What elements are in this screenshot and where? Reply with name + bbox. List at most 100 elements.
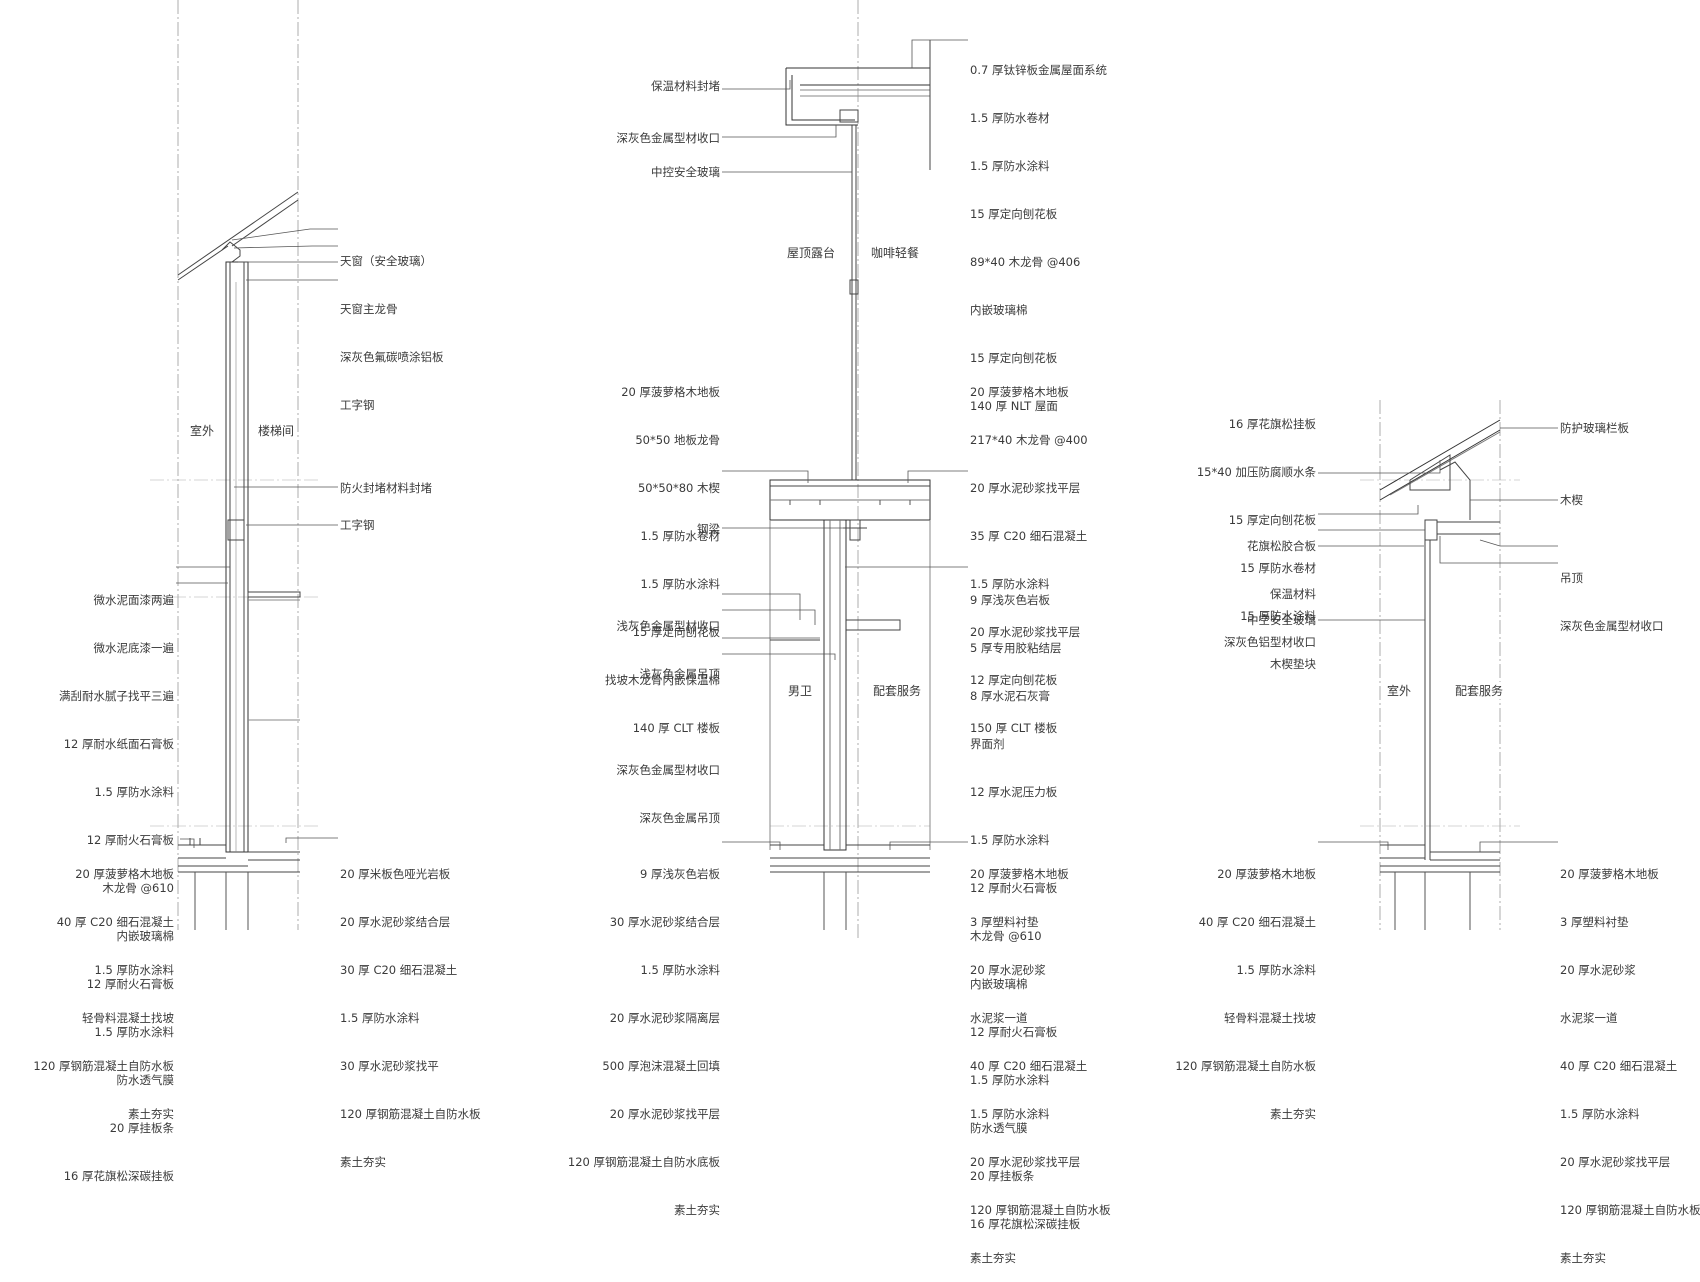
misc-label: 深灰色金属型材收口 [1560,619,1664,633]
canopy-layer: 15 厚定向刨花板 [1228,513,1316,527]
floor-layer: 水泥浆一道 [970,1011,1028,1025]
floor-layer: 素土夯实 [340,1155,386,1169]
floor-layer: 1.5 厚防水涂料 [640,963,720,977]
aluminum-panel-label: 深灰色氟碳喷涂铝板 [340,350,444,364]
floor-layer: 30 厚水泥砂浆找平 [340,1059,439,1073]
room-label-service: 配套服务 [870,682,925,699]
floor-layer: 1.5 厚防水卷材 [640,529,720,543]
floor-layer: 20 厚菠萝格木地板 [1560,867,1659,881]
ceiling-labels: 浅灰色金属型材收口 浅灰色金属吊顶 深灰色金属型材收口 深灰色金属吊顶 [617,586,721,842]
skylight-frame-label: 天窗主龙骨 [340,302,398,316]
wood-wedge-label: 木楔 [1560,493,1583,507]
left-section [150,0,320,930]
wall-layer: 9 厚浅灰色岩板 [970,593,1050,607]
floor-layer: 1.5 厚防水涂料 [970,577,1050,591]
floor-layer: 140 厚 CLT 楼板 [632,721,720,735]
wall-layer: 微水泥底漆一遍 [93,641,175,655]
wall-layer: 16 厚花旗松深碳挂板 [63,1169,174,1183]
leader-lines [176,40,1558,852]
roof-layer: 0.7 厚钛锌板金属屋面系统 [970,63,1107,77]
insulation-seal-label: 保温材料封堵 [651,79,720,93]
floor-layer: 3 厚塑料衬垫 [970,915,1039,929]
ceiling-label: 浅灰色金属吊顶 [639,667,721,681]
wall-layer: 12 厚耐水纸面石膏板 [63,737,174,751]
room-label-cafe: 咖啡轻餐 [868,244,923,261]
canopy-layers: 16 厚花旗松挂板 15*40 加压防腐顺水条 15 厚定向刨花板 15 厚防水… [1197,384,1316,688]
room-label-terrace: 屋顶露台 [784,244,839,261]
floor-layer: 40 厚 C20 细石混凝土 [56,915,174,929]
right-misc-right: 吊顶 深灰色金属型材收口 [1560,538,1664,650]
misc-label: 保温材料 [1270,587,1316,601]
section-drawing [0,0,1700,978]
ibeam-label: 工字钢 [340,398,375,412]
floor-layer: 20 厚水泥砂浆找平层 [1560,1155,1671,1169]
floor-layer: 20 厚菠萝格木地板 [75,867,174,881]
floor-layer: 20 厚水泥砂浆结合层 [340,915,451,929]
right-floor-outside: 20 厚菠萝格木地板 40 厚 C20 细石混凝土 1.5 厚防水涂料 轻骨料混… [1175,834,1316,1138]
roof-layer: 1.5 厚防水涂料 [970,159,1050,173]
floor-layer: 轻骨料混凝土找坡 [1224,1011,1316,1025]
floor-layer: 素土夯实 [1560,1251,1606,1265]
floor-layer: 120 厚钢筋混凝土自防水板 [1175,1059,1316,1073]
canopy-layer: 15*40 加压防腐顺水条 [1196,465,1316,479]
floor-layer: 1.5 厚防水涂料 [970,1107,1050,1121]
dark-trim-top-label: 深灰色金属型材收口 [616,131,721,145]
floor-layer: 50*50 地板龙骨 [635,433,720,447]
floor-layer: 1.5 厚防水涂料 [94,963,174,977]
floor-layer: 3 厚塑料衬垫 [1560,915,1629,929]
floor-layer: 30 厚水泥砂浆结合层 [609,915,720,929]
floor-layer: 20 厚水泥砂浆找平层 [970,1155,1081,1169]
floor-layer: 120 厚钢筋混凝土自防水板 [33,1059,174,1073]
floor-layer: 217*40 木龙骨 @400 [970,433,1088,447]
canopy-layer: 16 厚花旗松挂板 [1228,417,1316,431]
right-section [1360,400,1520,930]
floor-layer: 素土夯实 [128,1107,174,1121]
wall-layer: 5 厚专用胶粘结层 [970,641,1062,655]
floor-layer: 素土夯实 [970,1251,1016,1265]
floor-layer: 20 厚菠萝格木地板 [1217,867,1316,881]
floor-layer: 20 厚水泥砂浆找平层 [970,625,1081,639]
room-label-stairwell: 楼梯间 [255,422,298,439]
floor-layer: 120 厚钢筋混凝土自防水底板 [567,1155,720,1169]
insulated-glass-label: 中空安全玻璃 [1247,613,1316,627]
floor-layer: 20 厚水泥砂浆找平层 [609,1107,720,1121]
floor-layer: 40 厚 C20 细石混凝土 [1198,915,1316,929]
floor-layer: 500 厚泡沫混凝土回填 [602,1059,720,1073]
ceiling-label: 深灰色金属吊顶 [639,811,721,825]
wall-layer: 12 厚水泥压力板 [970,785,1058,799]
floor-layer: 素土夯实 [1270,1107,1316,1121]
floor-layer: 找坡木龙骨内嵌保温棉 [605,673,720,687]
guard-glass-label: 防护玻璃栏板 [1560,421,1629,435]
room-label-mens-wc: 男卫 [785,682,816,699]
floor-layer: 20 厚水泥砂浆 [1560,963,1636,977]
canopy-layer: 木楔垫块 [1270,657,1316,671]
floor-layer: 轻骨料混凝土找坡 [82,1011,174,1025]
floor-layer: 20 厚菠萝格木地板 [970,385,1069,399]
canopy-layer: 15 厚防水涂料 [1240,609,1316,623]
spacer [617,714,721,730]
floor-layer: 20 厚菠萝格木地板 [621,385,720,399]
floor-layer: 20 厚水泥砂浆找平层 [970,481,1081,495]
floor-layer: 120 厚钢筋混凝土自防水板 [1560,1203,1700,1217]
floor-layer: 1.5 厚防水涂料 [1236,963,1316,977]
fire-seal-label: 防火封堵材料封堵 [340,481,432,495]
wall-layer: 满刮耐水腻子找平三遍 [59,689,174,703]
left-floor-inside: 20 厚米板色哑光岩板 20 厚水泥砂浆结合层 30 厚 C20 细石混凝土 1… [340,834,481,1186]
wall-layer: 木龙骨 @610 [970,929,1042,943]
roof-layer: 内嵌玻璃棉 [970,303,1028,317]
glass-label: 中控安全玻璃 [651,165,720,179]
terrace-floor-layers: 20 厚菠萝格木地板 50*50 地板龙骨 50*50*80 木楔 1.5 厚防… [605,352,720,752]
floor-layer: 20 厚水泥砂浆 [970,963,1046,977]
wall-layer: 1.5 厚防水涂料 [970,833,1050,847]
ceiling-label: 深灰色金属型材收口 [616,763,721,777]
service-floor-layers: 20 厚菠萝格木地板 3 厚塑料衬垫 20 厚水泥砂浆 水泥浆一道 40 厚 C… [970,834,1111,1282]
floor-layer: 素土夯实 [674,1203,720,1217]
floor-layer: 40 厚 C20 细石混凝土 [970,1059,1088,1073]
floor-layer: 20 厚水泥砂浆隔离层 [609,1011,720,1025]
floor-layer: 12 厚定向刨花板 [970,673,1058,687]
floor-layer: 1.5 厚防水涂料 [340,1011,420,1025]
cafe-floor-layers: 20 厚菠萝格木地板 217*40 木龙骨 @400 20 厚水泥砂浆找平层 3… [970,352,1088,752]
misc-label: 花旗松胶合板 [1247,539,1316,553]
floor-layer: 35 厚 C20 细石混凝土 [970,529,1088,543]
floor-layer: 水泥浆一道 [1560,1011,1618,1025]
